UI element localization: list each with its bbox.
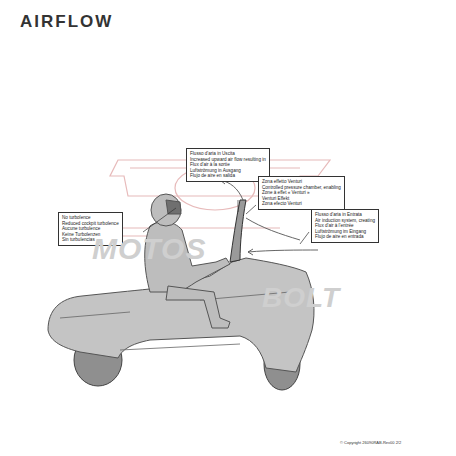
callout-text: Air induction system, creating [315,218,375,224]
callout-text: Increased upward air flow resulting in [190,157,266,163]
windshield [230,200,246,262]
watermark: BOLT [262,282,340,314]
callout-box: Flusso d'aria in EntrataAir induction sy… [311,209,379,243]
callout-text: Flujo de aire en entrada [315,234,375,240]
callout-text: Luftströmung im Eingang [315,229,375,235]
callout-text: Flujo de aire en salida [190,173,266,179]
watermark: MOTOS [92,232,206,266]
brand-logo: AIRFLOW [20,12,113,32]
callout-text: Aucune turbulence [62,226,119,232]
callout-text: Flusso d'aria in Uscita [190,151,266,157]
callout-text: Zona efecto Venturi [262,201,341,207]
callout-text: Flux d'air à l'entrée [315,223,375,229]
callout-text: Zona effetto Venturi [262,179,341,185]
callout-text: Controlled pressure chamber, enabling [262,185,341,191]
copyright-note: © Copyright 26090RAB-Rev00 2/2 [340,440,401,445]
callout-text: Zone à effet « Venturi » [262,190,341,196]
callout-text: Flusso d'aria in Entrata [315,212,375,218]
callout-text: Flux d'air à la sortie [190,162,266,168]
body-lines [60,292,290,350]
callout-text: Venturi Effekt [262,196,341,202]
callout-box: Zona effetto VenturiControlled pressure … [258,176,345,210]
callout-text: Reduced cockpit turbolence [62,221,119,227]
callout-text: Luftströmung in Ausgang [190,168,266,174]
callout-text: No turbolence [62,215,119,221]
